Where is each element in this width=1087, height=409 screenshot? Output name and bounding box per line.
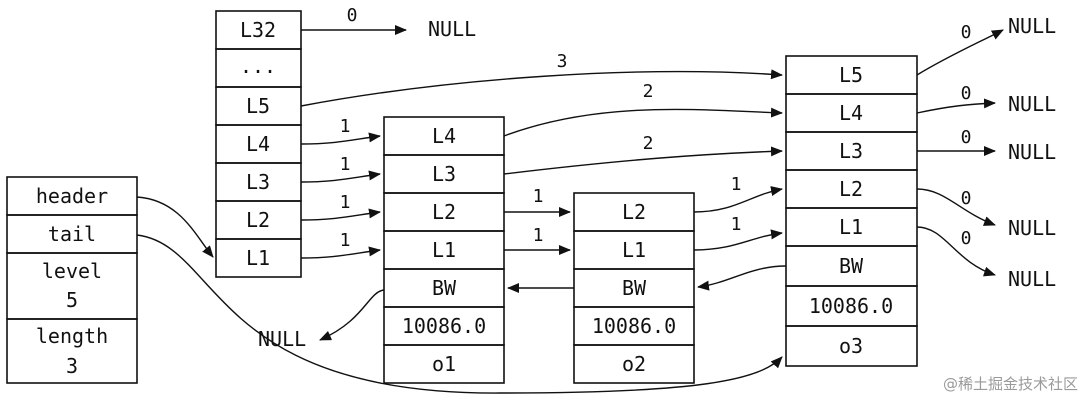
- o1-level-l4-label: L4: [432, 124, 456, 148]
- header-level-l32-label: L32: [240, 18, 276, 42]
- span-label: 1: [340, 154, 351, 175]
- o2-backward-label: BW: [622, 276, 647, 300]
- null-label: NULL: [428, 17, 476, 41]
- o2-obj: [573, 344, 695, 384]
- level-field-value: 5: [66, 288, 78, 312]
- arrow-o1-backward-to-null: [319, 289, 385, 341]
- span-label: 1: [533, 186, 544, 207]
- span-label: 1: [533, 225, 544, 246]
- arrow-o3-l2-to-null: [916, 188, 996, 226]
- o3-obj: [785, 325, 918, 367]
- arrow-o2-l2-to-o3: [693, 186, 783, 213]
- null-label: NULL: [1008, 14, 1056, 38]
- zskiplist-struct: [6, 176, 138, 384]
- span-label: 3: [557, 51, 568, 72]
- arrow-header-pointer: [136, 196, 214, 258]
- span-label: 1: [340, 230, 351, 251]
- arrow-o1-l4-to-o3: [503, 107, 783, 137]
- o3-level-l4-label: L4: [839, 101, 863, 125]
- level-field-label: level: [42, 259, 102, 283]
- header-level-l4-label: L4: [246, 132, 270, 156]
- o2-obj-label: o2: [622, 352, 646, 376]
- o2-level-l1-label: L1: [622, 238, 646, 262]
- o3-score-label: 10086.0: [809, 294, 893, 318]
- o1-level-l3-label: L3: [432, 162, 456, 186]
- length-field-label: length: [36, 324, 108, 348]
- null-label: NULL: [1008, 267, 1056, 291]
- span-label: 0: [961, 83, 972, 104]
- arrow-o1-l3-to-o3: [503, 146, 783, 175]
- arrow-tail-pointer: [136, 234, 783, 394]
- span-label: 1: [340, 116, 351, 137]
- span-label: 1: [731, 174, 742, 195]
- header-level-l1-label: L1: [246, 246, 270, 270]
- span-label: 2: [643, 133, 654, 154]
- header-level-l2-label: L2: [246, 208, 270, 232]
- o1-level-l1-label: L1: [432, 238, 456, 262]
- header-level-l3-label: L3: [246, 170, 270, 194]
- null-label: NULL: [1008, 216, 1056, 240]
- o3-backward-label: BW: [839, 254, 864, 278]
- arrow-o3-l4-to-null: [916, 98, 996, 114]
- span-label: 0: [347, 5, 358, 26]
- arrow-header-l1-to-o1: [300, 246, 381, 259]
- o2-level-l2-label: L2: [622, 200, 646, 224]
- span-label: 0: [961, 127, 972, 148]
- header-level-ellipsis-label: ...: [240, 54, 276, 78]
- o3-level-l2-label: L2: [839, 177, 863, 201]
- arrow-o2-l1-to-o3: [693, 229, 783, 251]
- arrow-header-l5-to-o3: [300, 69, 783, 107]
- o3-level-l5-label: L5: [839, 63, 863, 87]
- o3-level-l1-label: L1: [839, 215, 863, 239]
- arrow-header-l4-to-o1: [300, 132, 381, 145]
- watermark: @稀土掘金技术社区: [943, 375, 1078, 393]
- arrow-header-l2-to-o1: [300, 208, 381, 221]
- span-label: 0: [961, 22, 972, 43]
- null-label: NULL: [1008, 140, 1056, 164]
- arrow-header-l3-to-o1: [300, 170, 381, 183]
- tail-field-label: tail: [48, 222, 96, 246]
- o3-level-l3-label: L3: [839, 139, 863, 163]
- length-field-value: 3: [66, 354, 78, 378]
- o1-level-l2-label: L2: [432, 200, 456, 224]
- o1-score-label: 10086.0: [402, 314, 486, 338]
- arrow-o3-backward-to-o2: [697, 265, 787, 291]
- o2-score-label: 10086.0: [592, 314, 676, 338]
- span-label: 0: [961, 228, 972, 249]
- null-label: NULL: [1008, 92, 1056, 116]
- o3-obj-label: o3: [839, 334, 863, 358]
- o1-backward-label: BW: [432, 276, 457, 300]
- span-label: 2: [643, 81, 654, 102]
- span-label: 1: [340, 192, 351, 213]
- span-label: 0: [961, 188, 972, 209]
- o1-obj: [383, 344, 505, 384]
- header-field-label: header: [36, 184, 108, 208]
- span-label: 1: [731, 214, 742, 235]
- arrow-o3-l5-to-null: [916, 29, 1004, 76]
- header-level-l5-label: L5: [246, 94, 270, 118]
- arrow-o3-l1-to-null: [916, 226, 996, 277]
- o1-obj-label: o1: [432, 352, 456, 376]
- null-label: NULL: [258, 327, 306, 351]
- length-field: [6, 318, 138, 384]
